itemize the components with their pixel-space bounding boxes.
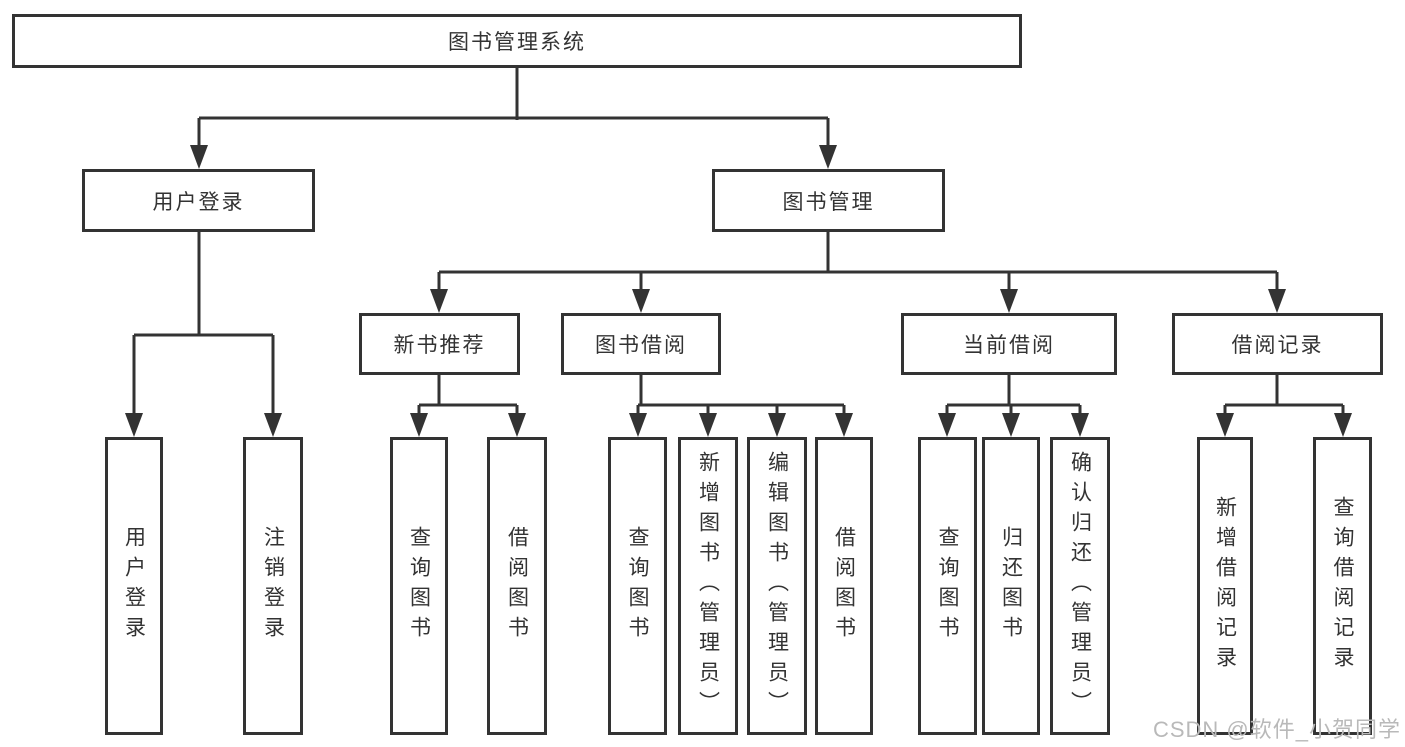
node-label: 查询图书 (626, 526, 649, 646)
leaf-confirm-return-admin: 确认归还（管理员） (1050, 437, 1110, 735)
node-label: 查询借阅记录 (1331, 496, 1354, 676)
connector-line (945, 405, 949, 414)
arrow-down-icon (768, 413, 786, 437)
node-borrow-records: 借阅记录 (1172, 313, 1383, 375)
connector-line (1275, 375, 1279, 406)
connector-line (134, 333, 273, 337)
leaf-return-book: 归还图书 (982, 437, 1040, 735)
connector-line (826, 118, 830, 146)
connector-line (197, 118, 201, 146)
connector-line (437, 375, 441, 406)
node-label: 图书管理系统 (448, 31, 586, 54)
leaf-add-borrow-record: 新增借阅记录 (1197, 437, 1253, 735)
connector-line (515, 68, 519, 120)
leaf-borrow-books-1: 借阅图书 (487, 437, 547, 735)
connector-line (1009, 405, 1013, 414)
node-new-book-recommend: 新书推荐 (359, 313, 520, 375)
connector-line (842, 405, 846, 414)
node-label: 查询图书 (936, 526, 959, 646)
arrow-down-icon (632, 289, 650, 313)
arrow-down-icon (629, 413, 647, 437)
connector-line (419, 403, 517, 407)
arrow-down-icon (1000, 289, 1018, 313)
connector-line (826, 232, 830, 273)
connector-line (706, 405, 710, 414)
node-label: 新增借阅记录 (1213, 496, 1237, 676)
arrow-down-icon (1268, 289, 1286, 313)
leaf-query-books-3: 查询图书 (918, 437, 977, 735)
csdn-watermark: CSDN @软件_小贺同学 (1152, 717, 1401, 742)
arrow-down-icon (190, 145, 208, 169)
arrow-down-icon (1334, 413, 1352, 437)
connector-line (1007, 272, 1011, 290)
connector-line (1341, 405, 1345, 414)
node-label: 编辑图书（管理员） (765, 451, 789, 721)
arrow-down-icon (410, 413, 428, 437)
arrow-down-icon (508, 413, 526, 437)
node-current-borrow: 当前借阅 (901, 313, 1117, 375)
leaf-query-books-1: 查询图书 (390, 437, 448, 735)
node-label: 当前借阅 (963, 334, 1055, 357)
arrow-down-icon (125, 413, 143, 437)
leaf-edit-book-admin: 编辑图书（管理员） (747, 437, 807, 735)
node-label: 用户登录 (152, 190, 245, 214)
arrow-down-icon (699, 413, 717, 437)
connector-line (1007, 375, 1011, 406)
connector-line (639, 272, 643, 290)
node-label: 新增图书（管理员） (696, 451, 720, 721)
connector-line (199, 116, 828, 120)
leaf-user-login: 用户登录 (105, 437, 163, 735)
connector-line (132, 335, 136, 414)
arrow-down-icon (835, 413, 853, 437)
connector-line (437, 272, 441, 290)
node-book-management: 图书管理 (712, 169, 945, 232)
leaf-query-books-2: 查询图书 (608, 437, 667, 735)
node-label: 归还图书 (999, 526, 1023, 646)
node-root-system: 图书管理系统 (12, 14, 1022, 68)
arrow-down-icon (1002, 413, 1020, 437)
arrow-down-icon (938, 413, 956, 437)
connector-line (439, 270, 1277, 274)
connector-line (639, 375, 643, 406)
connector-line (1225, 403, 1343, 407)
connector-line (947, 403, 1080, 407)
node-label: 确认归还（管理员） (1068, 451, 1092, 721)
leaf-query-borrow-record: 查询借阅记录 (1313, 437, 1372, 735)
node-label: 图书管理 (782, 190, 875, 214)
connector-line (271, 335, 275, 414)
node-label: 查询图书 (407, 526, 431, 646)
arrow-down-icon (264, 413, 282, 437)
node-user-login: 用户登录 (82, 169, 315, 232)
arrow-down-icon (1071, 413, 1089, 437)
node-label: 注销登录 (261, 526, 285, 646)
connector-line (1078, 405, 1082, 414)
connector-line (515, 405, 519, 414)
connector-line (636, 405, 640, 414)
node-label: 用户登录 (122, 526, 146, 646)
leaf-logout: 注销登录 (243, 437, 303, 735)
connector-line (638, 403, 844, 407)
node-book-borrow: 图书借阅 (561, 313, 721, 375)
arrow-down-icon (1216, 413, 1234, 437)
node-label: 新书推荐 (393, 334, 486, 357)
node-label: 借阅图书 (832, 526, 856, 646)
connector-line (417, 405, 421, 414)
connector-line (1223, 405, 1227, 414)
arrow-down-icon (819, 145, 837, 169)
leaf-borrow-books-2: 借阅图书 (815, 437, 873, 735)
connector-line (197, 232, 201, 336)
node-label: 借阅记录 (1231, 334, 1324, 357)
connector-line (775, 405, 779, 414)
connector-line (1275, 272, 1279, 290)
leaf-add-book-admin: 新增图书（管理员） (678, 437, 738, 735)
node-label: 借阅图书 (505, 526, 529, 646)
node-label: 图书借阅 (595, 334, 687, 357)
arrow-down-icon (430, 289, 448, 313)
